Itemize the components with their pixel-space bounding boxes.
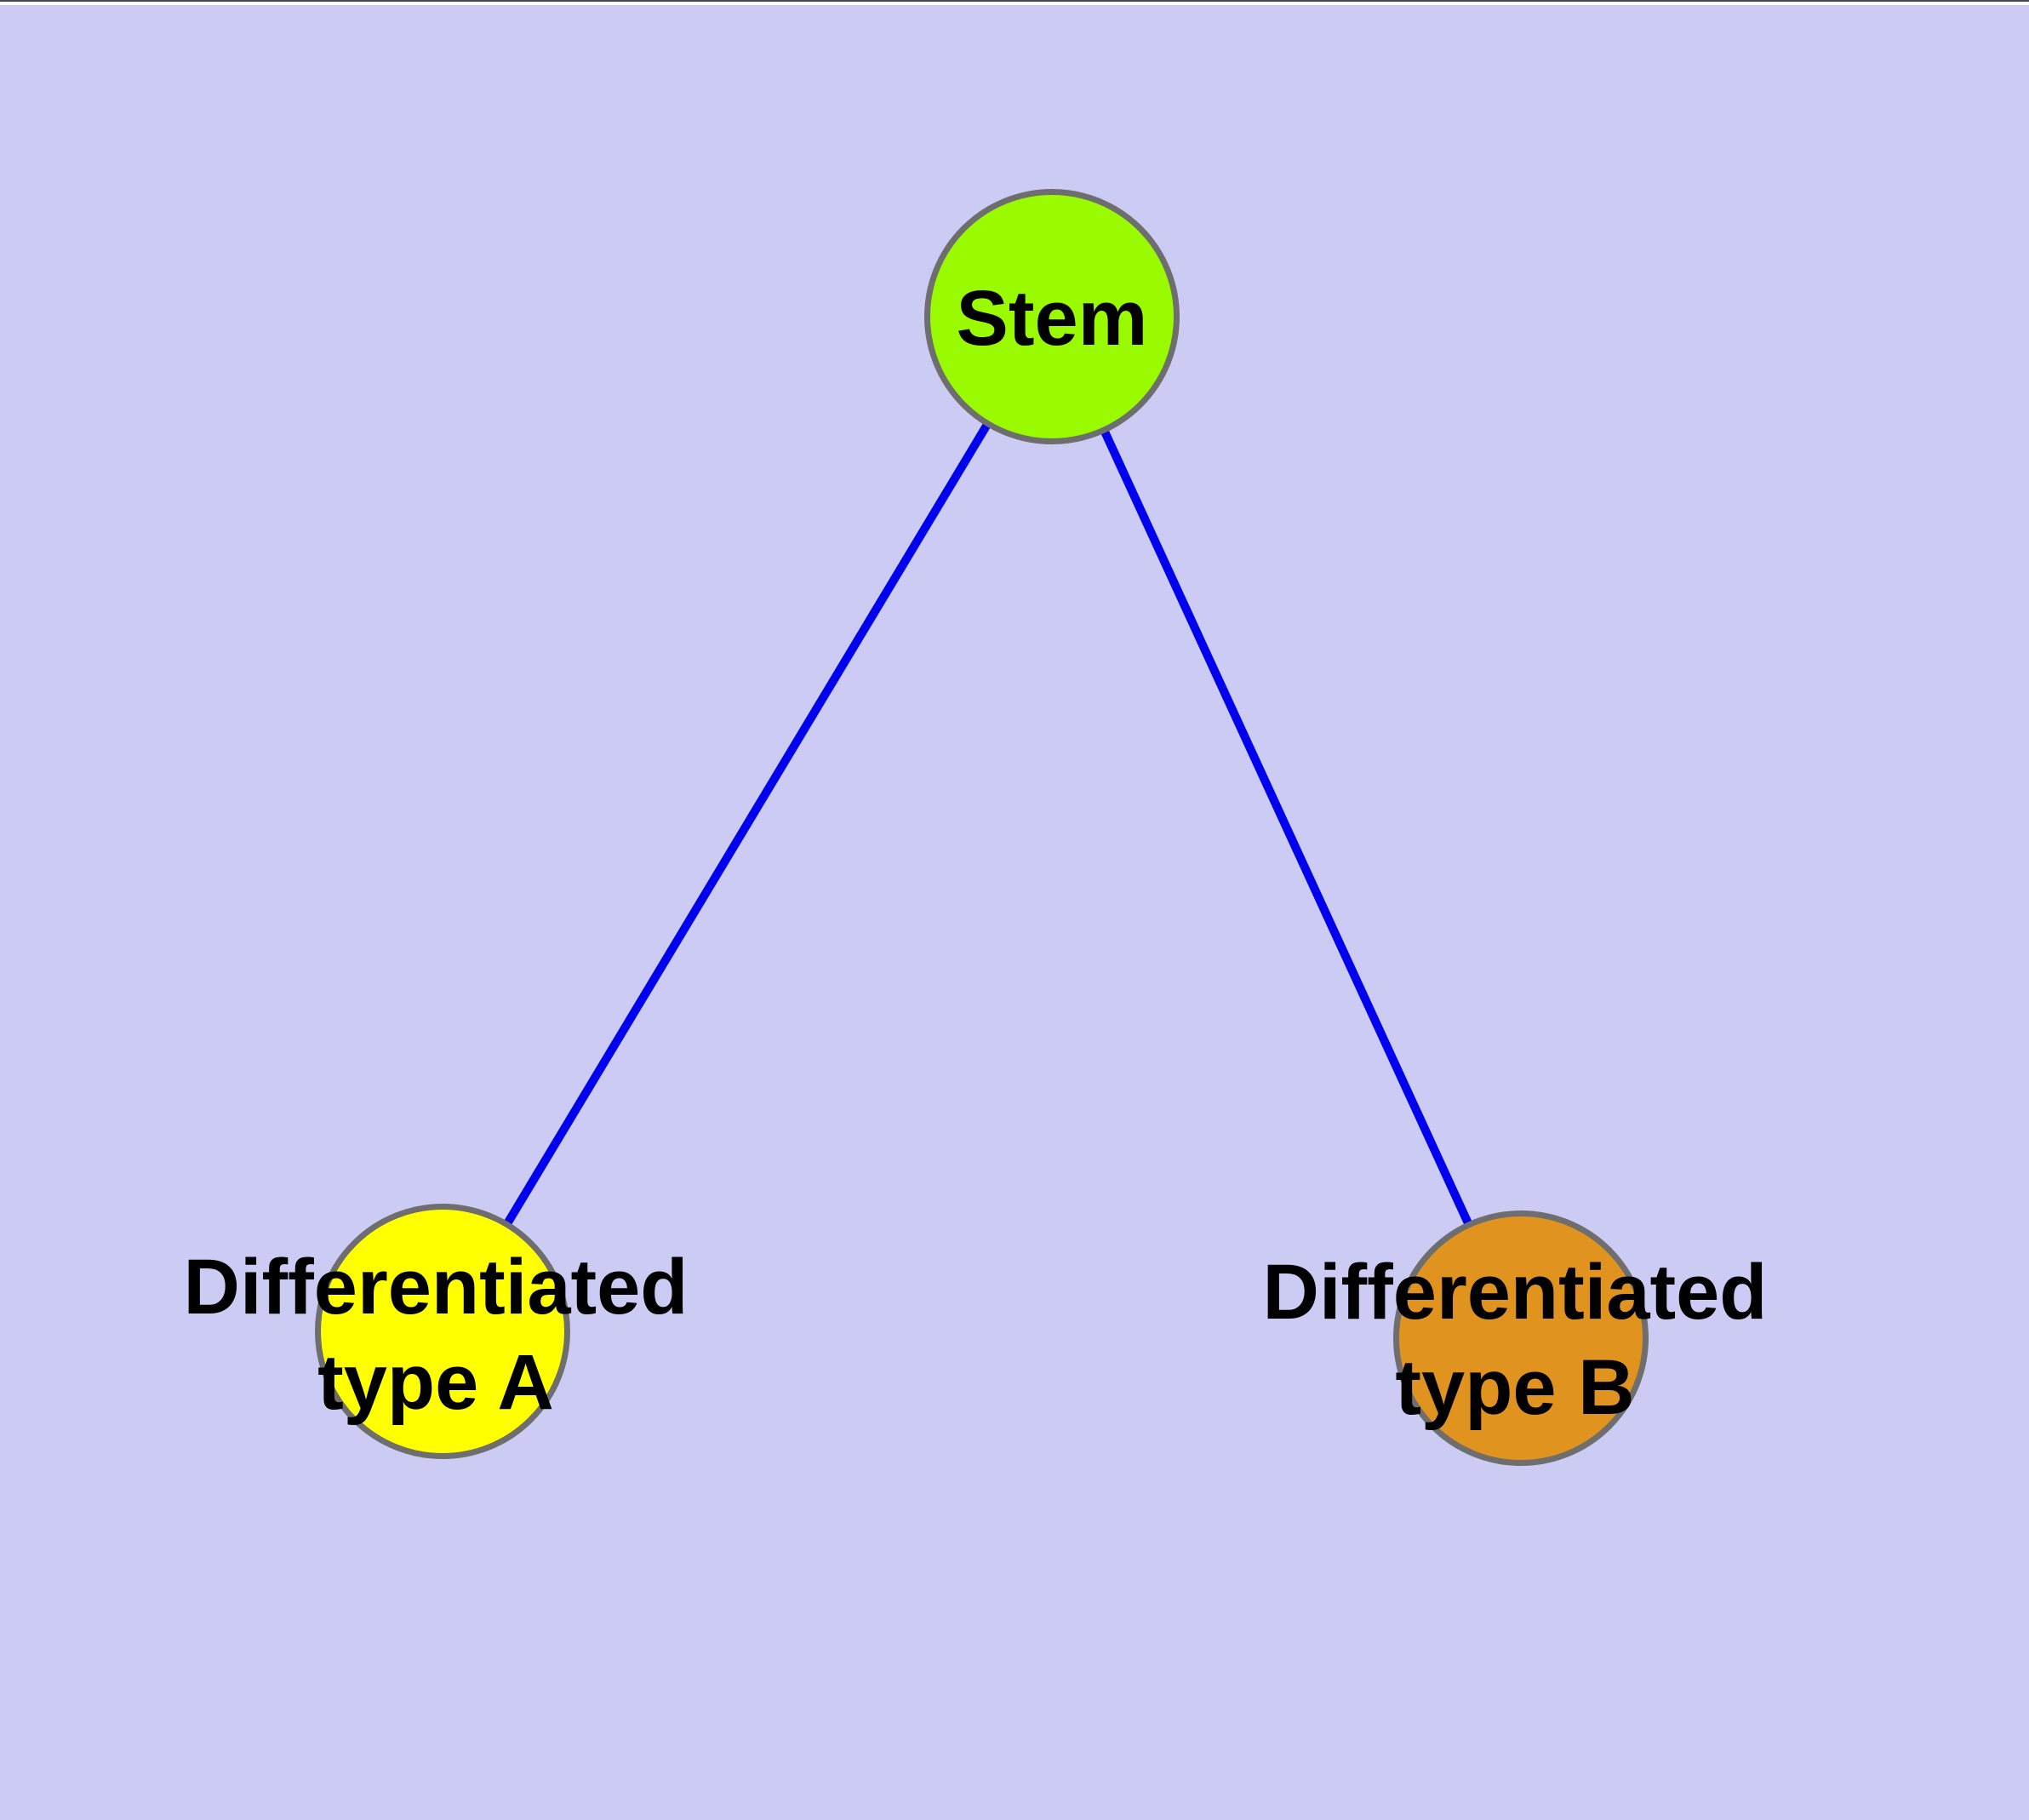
node-differentiated-type-b-circle — [1393, 1210, 1649, 1466]
node-differentiated-type-a-label: Differentiated type A — [183, 1244, 689, 1426]
node-stem-label: Stem — [956, 275, 1148, 362]
edge-stem-to-type-b — [1048, 314, 1525, 1341]
edge-stem-to-type-a — [438, 314, 1056, 1334]
node-differentiated-type-b-label: Differentiated type B — [1262, 1249, 1768, 1431]
node-stem-circle — [924, 189, 1180, 444]
window-top-edge — [0, 0, 2029, 5]
node-differentiated-type-a-circle — [315, 1204, 570, 1459]
